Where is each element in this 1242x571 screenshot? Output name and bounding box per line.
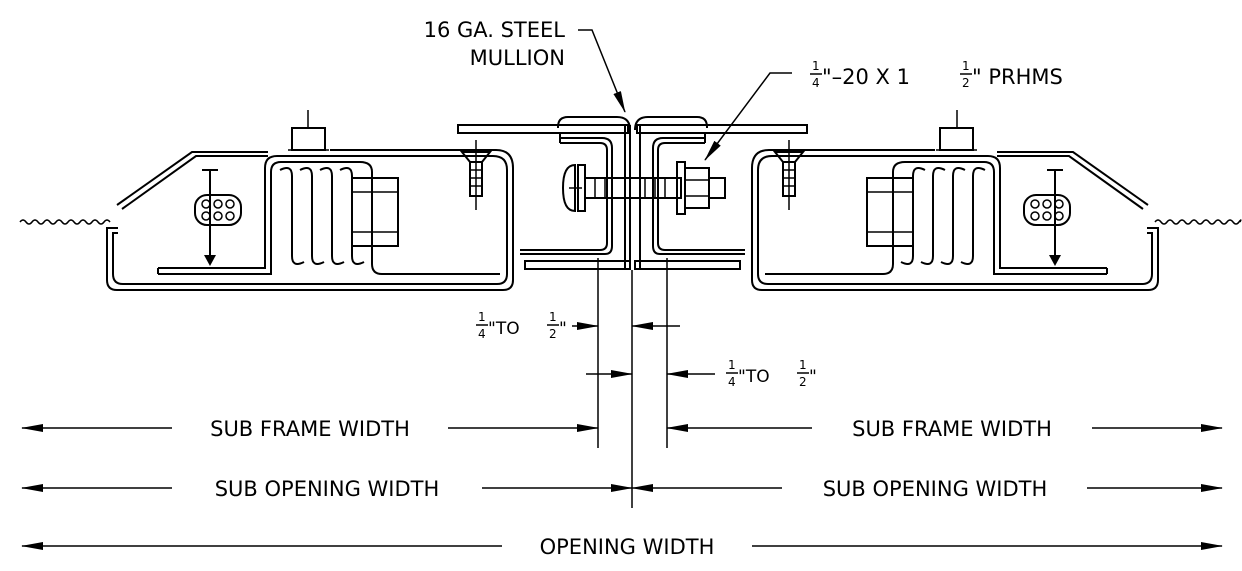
opening-width-label: OPENING WIDTH [540,535,715,559]
sub-frame-width-left-label: SUB FRAME WIDTH [210,417,410,441]
mullion-label-line1: 16 GA. STEEL [424,18,566,42]
svg-text:1: 1 [812,59,820,73]
svg-text:1: 1 [728,358,736,372]
sub-frame-width-right-label: SUB FRAME WIDTH [852,417,1052,441]
screw-label: 1 4 "–20 X 1 1 2 " PRHMS [810,59,1063,90]
svg-text:": " [559,319,567,339]
svg-text:1: 1 [962,59,970,73]
screw-leader [704,72,792,161]
svg-text:" PRHMS: " PRHMS [972,65,1063,89]
svg-text:1: 1 [549,310,557,324]
steel-mullion [457,116,808,270]
svg-text:"TO: "TO [488,319,520,339]
left-subframe [106,110,514,291]
svg-text:1: 1 [478,310,486,324]
svg-text:4: 4 [812,76,820,90]
right-subframe [751,110,1159,291]
svg-text:4: 4 [728,375,736,389]
svg-text:2: 2 [549,327,557,341]
wall-line-left [19,219,111,225]
svg-text:": " [809,367,817,387]
machine-screw-bolt [561,161,726,215]
svg-text:2: 2 [962,76,970,90]
gap-label-left: 1 4 "TO 1 2 " [476,310,567,341]
svg-text:4: 4 [478,327,486,341]
sub-opening-width-left-label: SUB OPENING WIDTH [215,477,440,501]
svg-text:"TO: "TO [738,367,770,387]
svg-text:2: 2 [799,375,807,389]
wall-line-right [1154,219,1242,225]
mullion-leader [578,29,626,113]
gap-label-right: 1 4 "TO 1 2 " [726,358,817,389]
mullion-label-line2: MULLION [470,46,565,70]
sub-opening-width-right-label: SUB OPENING WIDTH [823,477,1048,501]
svg-text:"–20 X 1: "–20 X 1 [822,65,910,89]
svg-text:1: 1 [799,358,807,372]
